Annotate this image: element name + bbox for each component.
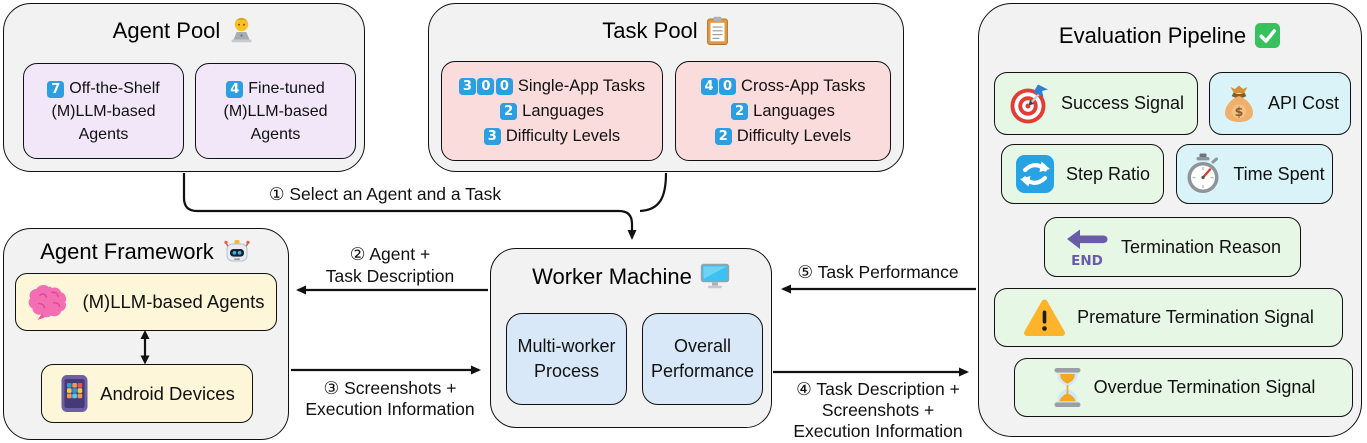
metric-label: Time Spent [1233,163,1325,184]
task-pool-title-text: Task Pool [602,18,698,43]
count-badge: 0 [477,77,495,95]
count-badge: 2 [731,102,749,120]
metric-label: Step Ratio [1065,163,1151,184]
count-badge: 0 [719,77,737,95]
robot-icon [224,240,250,262]
metric-label: Success Signal [1060,93,1185,113]
svg-text:END: END [1071,253,1103,268]
warning-icon [1024,299,1066,336]
card-line: Agents [250,125,301,143]
count-badge: 3 [458,77,476,95]
card-label: (M)LLM-based Agents [82,291,265,312]
metric-premature-termination-signal: Premature Termination Signal [994,288,1343,347]
task-pool-panel: Task Pool 3 0 0 Single-App Tasks [428,3,904,172]
flow-label-step3: ③ Screenshots + Execution Information [305,378,475,419]
worker-machine-title: Worker Machine [491,263,771,290]
metric-label: Termination Reason [1120,236,1282,257]
multi-worker-process-card: Multi-worker Process [506,313,627,405]
count-badge: 0 [495,77,513,95]
count-badge: 4 [226,80,244,98]
metric-success-signal: Success Signal [994,72,1198,135]
count-badge: 7 [47,80,65,98]
brain-icon [29,285,67,320]
card-line: Overall [673,336,731,356]
flow-label-step1: ① Select an Agent and a Task [268,184,502,204]
repeat-icon [1015,155,1054,193]
flow-task-pool-branch [639,172,668,213]
agent-pool-title: Agent Pool [4,16,364,45]
android-devices-card: Android Devices [41,364,253,423]
metric-overdue-termination-signal: Overdue Termination Signal [1014,358,1353,417]
card-line: Process [533,361,600,381]
flow-label-step5: ⑤ Task Performance [797,262,959,282]
metric-time-spent: Time Spent [1176,144,1333,204]
stopwatch-icon [1187,153,1219,193]
agent-framework-title-text: Agent Framework [40,239,214,264]
metric-label: API Cost [1267,93,1340,113]
metric-label: Overdue Termination Signal [1093,377,1316,397]
arrowhead-down [140,355,150,365]
agent-framework-title: Agent Framework [4,237,288,267]
task-row: 3 0 0 Single-App Tasks [458,74,645,99]
check-mark-icon [1255,22,1281,49]
flow-label-step4: ④ Task Description + Screenshots + Execu… [793,379,963,441]
card-line: Agents [78,125,129,143]
card-label: Android Devices [100,382,235,404]
arrowhead-up [140,330,150,339]
agent-pool-title-text: Agent Pool [112,17,221,43]
count-badge: 3 [483,127,501,145]
metric-termination-reason: END Termination Reason [1044,217,1301,277]
target-icon [1010,84,1048,123]
evaluation-pipeline-title: Evaluation Pipeline [979,22,1361,49]
flow-label-step2: ② Agent + Task Description [325,244,455,286]
technologist-icon [231,17,252,43]
metric-label: Premature Termination Signal [1077,307,1314,327]
count-badge: 4 [700,77,718,95]
hourglass-icon [1054,368,1081,407]
card-line: (M)LLM-based [223,102,328,120]
metric-step-ratio: Step Ratio [1001,144,1164,204]
card-line: (M)LLM-based [51,102,156,120]
overall-performance-card: Overall Performance [642,313,763,405]
desktop-computer-icon [700,263,730,289]
flow-select-agent-task [182,173,637,240]
clipboard-icon [706,16,728,45]
metric-api-cost: $ API Cost [1209,72,1351,135]
svg-text:$: $ [1235,104,1244,119]
evaluation-pipeline-title-text: Evaluation Pipeline [1058,22,1247,48]
smartphone-icon [61,375,88,412]
task-pool-title: Task Pool [429,16,903,46]
mllm-agents-card: (M)LLM-based Agents [15,273,277,331]
evaluation-pipeline-panel: Evaluation Pipeline Success Signal [978,3,1362,437]
card-line: Performance [650,361,755,381]
card-line: Multi-worker [517,336,616,356]
end-arrow-icon: END [1066,229,1108,268]
count-badge: 2 [714,127,732,145]
task-row: 4 0 Cross-App Tasks [700,74,865,99]
worker-machine-panel: Worker Machine Multi-worker Process Over… [490,248,772,428]
count-badge: 2 [500,102,518,120]
money-bag-icon: $ [1224,85,1253,122]
worker-machine-title-text: Worker Machine [532,263,692,289]
